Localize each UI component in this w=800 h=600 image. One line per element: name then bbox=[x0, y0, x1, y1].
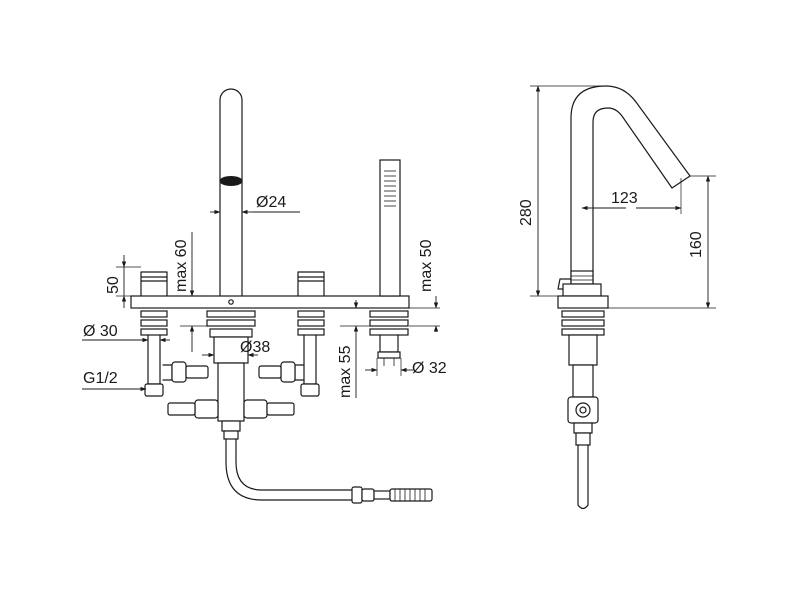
dim-max-60 bbox=[180, 232, 207, 352]
side-view: 280 123 160 bbox=[518, 85, 716, 510]
shower-holder-body bbox=[369, 310, 409, 366]
label-height-50: 50 bbox=[105, 276, 122, 294]
dim-max-55 bbox=[340, 300, 372, 398]
label-thread: G1/2 bbox=[83, 370, 118, 387]
label-max-50: max 50 bbox=[418, 239, 435, 292]
right-valve-body bbox=[258, 310, 325, 397]
label-reach-123: 123 bbox=[611, 190, 638, 207]
label-diameter-38: Ø38 bbox=[240, 339, 270, 356]
dim-height-280 bbox=[530, 85, 606, 297]
flexible-hose bbox=[225, 438, 433, 504]
front-view: Ø24 max 60 50 Ø 30 G1/ bbox=[82, 88, 447, 504]
left-handle bbox=[140, 271, 168, 297]
side-spout bbox=[570, 85, 691, 285]
left-valve-body bbox=[140, 310, 209, 397]
dim-height-50 bbox=[116, 255, 141, 308]
dim-height-160 bbox=[608, 175, 716, 309]
label-diameter-32: Ø 32 bbox=[412, 360, 447, 377]
label-height-280: 280 bbox=[518, 199, 535, 226]
side-deck bbox=[557, 295, 609, 309]
label-max-60: max 60 bbox=[173, 239, 190, 292]
label-max-55: max 55 bbox=[337, 345, 354, 398]
dim-diameter-32 bbox=[365, 358, 413, 376]
hand-shower bbox=[379, 159, 401, 297]
deck-plate bbox=[130, 295, 410, 309]
spout bbox=[219, 88, 243, 305]
label-height-160: 160 bbox=[688, 231, 705, 258]
dim-max-50 bbox=[409, 296, 440, 332]
side-lower-body bbox=[561, 310, 605, 510]
side-base bbox=[562, 283, 602, 297]
side-handle bbox=[557, 270, 594, 290]
label-spout-diameter: Ø24 bbox=[256, 194, 286, 211]
right-handle bbox=[297, 271, 325, 297]
dim-reach-123 bbox=[581, 178, 682, 214]
central-body bbox=[167, 310, 295, 440]
label-diameter-30: Ø 30 bbox=[83, 323, 118, 340]
